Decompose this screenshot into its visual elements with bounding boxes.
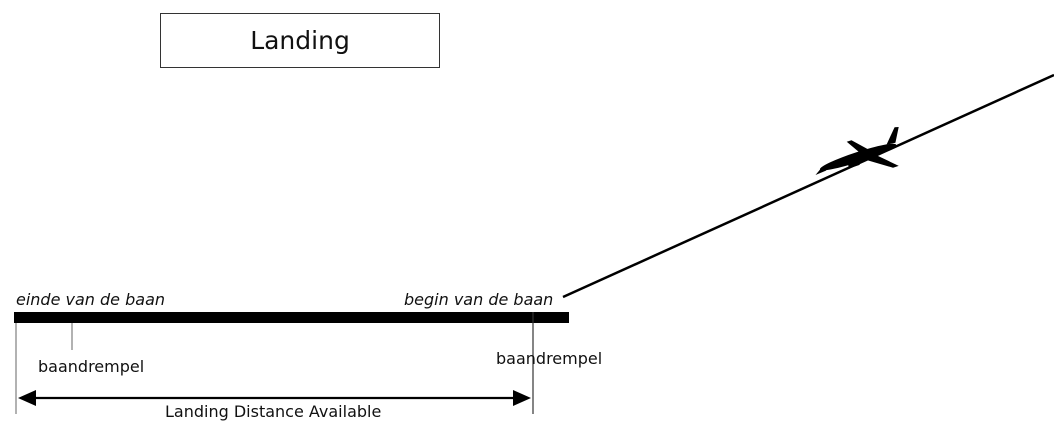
runway-begin-label: begin van de baan [404, 290, 554, 309]
approach-path [562, 73, 1054, 299]
runway-end-label: einde van de baan [16, 290, 166, 309]
airplane-icon [815, 126, 899, 176]
distance-arrow [18, 390, 531, 406]
runway [14, 312, 569, 323]
page-title: Landing [250, 26, 350, 55]
threshold-right-label: baandrempel [496, 349, 603, 368]
threshold-left-label: baandrempel [38, 357, 145, 376]
distance-label: Landing Distance Available [165, 402, 382, 421]
title-box: Landing [160, 13, 440, 68]
